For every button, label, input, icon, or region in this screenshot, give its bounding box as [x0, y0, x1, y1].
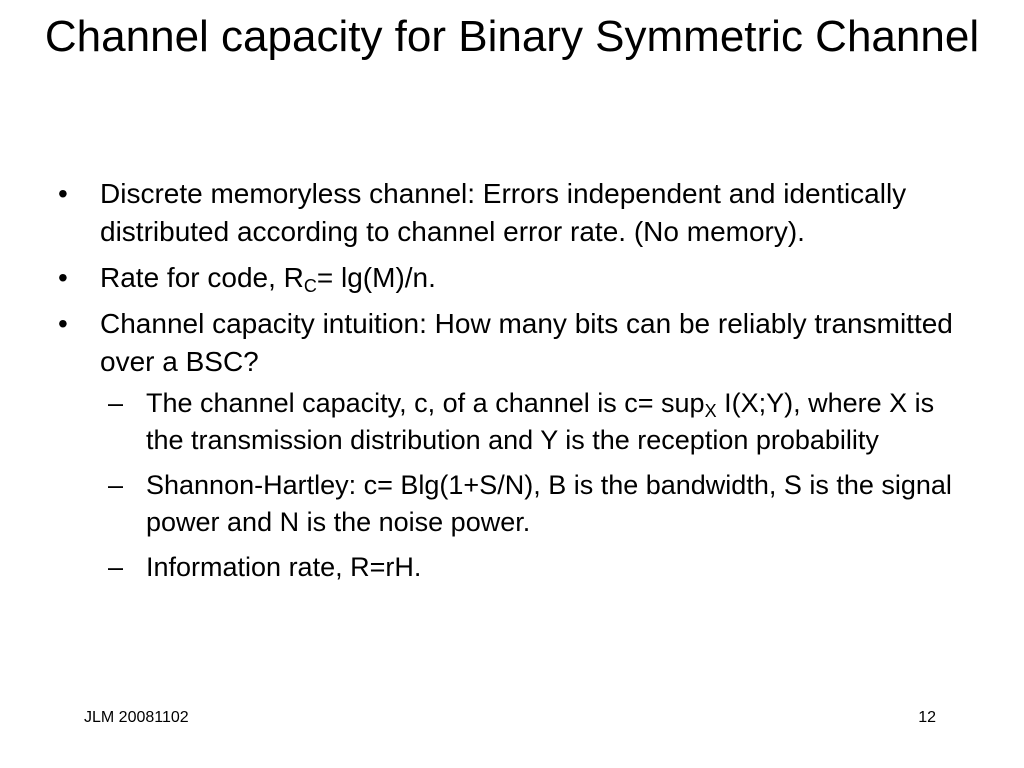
footer-page-number: 12: [918, 709, 936, 726]
footer-author-date: JLM 20081102: [84, 709, 189, 726]
bullet-text: Channel capacity intuition: How many bit…: [100, 308, 953, 377]
sub-bullet-marker: –: [108, 470, 124, 500]
bullet-text: Discrete memoryless channel: Errors inde…: [100, 178, 907, 247]
bullet-item: • Discrete memoryless channel: Errors in…: [58, 175, 988, 251]
slide-title: Channel capacity for Binary Symmetric Ch…: [44, 12, 980, 61]
sub-bullet-subscript: X: [704, 401, 717, 421]
sub-bullet-marker: –: [108, 552, 124, 582]
sub-bullet-marker: –: [108, 388, 124, 418]
bullet-text-after: = lg(M)/n.: [316, 262, 436, 293]
sub-bullet-item: – Shannon-Hartley: c= Blg(1+S/N), B is t…: [100, 467, 958, 541]
sub-bullet-item: – The channel capacity, c, of a channel …: [100, 385, 958, 459]
bullet-marker: •: [58, 262, 68, 293]
bullet-subscript: C: [303, 276, 317, 296]
bullet-text-before: Rate for code, R: [100, 262, 304, 293]
sub-bullet-text: Shannon-Hartley: c= Blg(1+S/N), B is the…: [146, 470, 952, 537]
sub-bullet-text-before: The channel capacity, c, of a channel is…: [146, 388, 705, 418]
bullet-list: • Discrete memoryless channel: Errors in…: [58, 175, 988, 594]
sub-bullet-item: – Information rate, R=rH.: [100, 549, 958, 586]
bullet-marker: •: [58, 308, 68, 339]
bullet-item: • Channel capacity intuition: How many b…: [58, 305, 988, 586]
bullet-marker: •: [58, 178, 68, 209]
sub-bullet-text-after: I(X;Y), where X is the transmission dist…: [146, 388, 935, 455]
sub-bullet-list: – The channel capacity, c, of a channel …: [100, 385, 988, 586]
bullet-item: • Rate for code, RC= lg(M)/n.: [58, 259, 988, 297]
sub-bullet-text: Information rate, R=rH.: [146, 552, 422, 582]
